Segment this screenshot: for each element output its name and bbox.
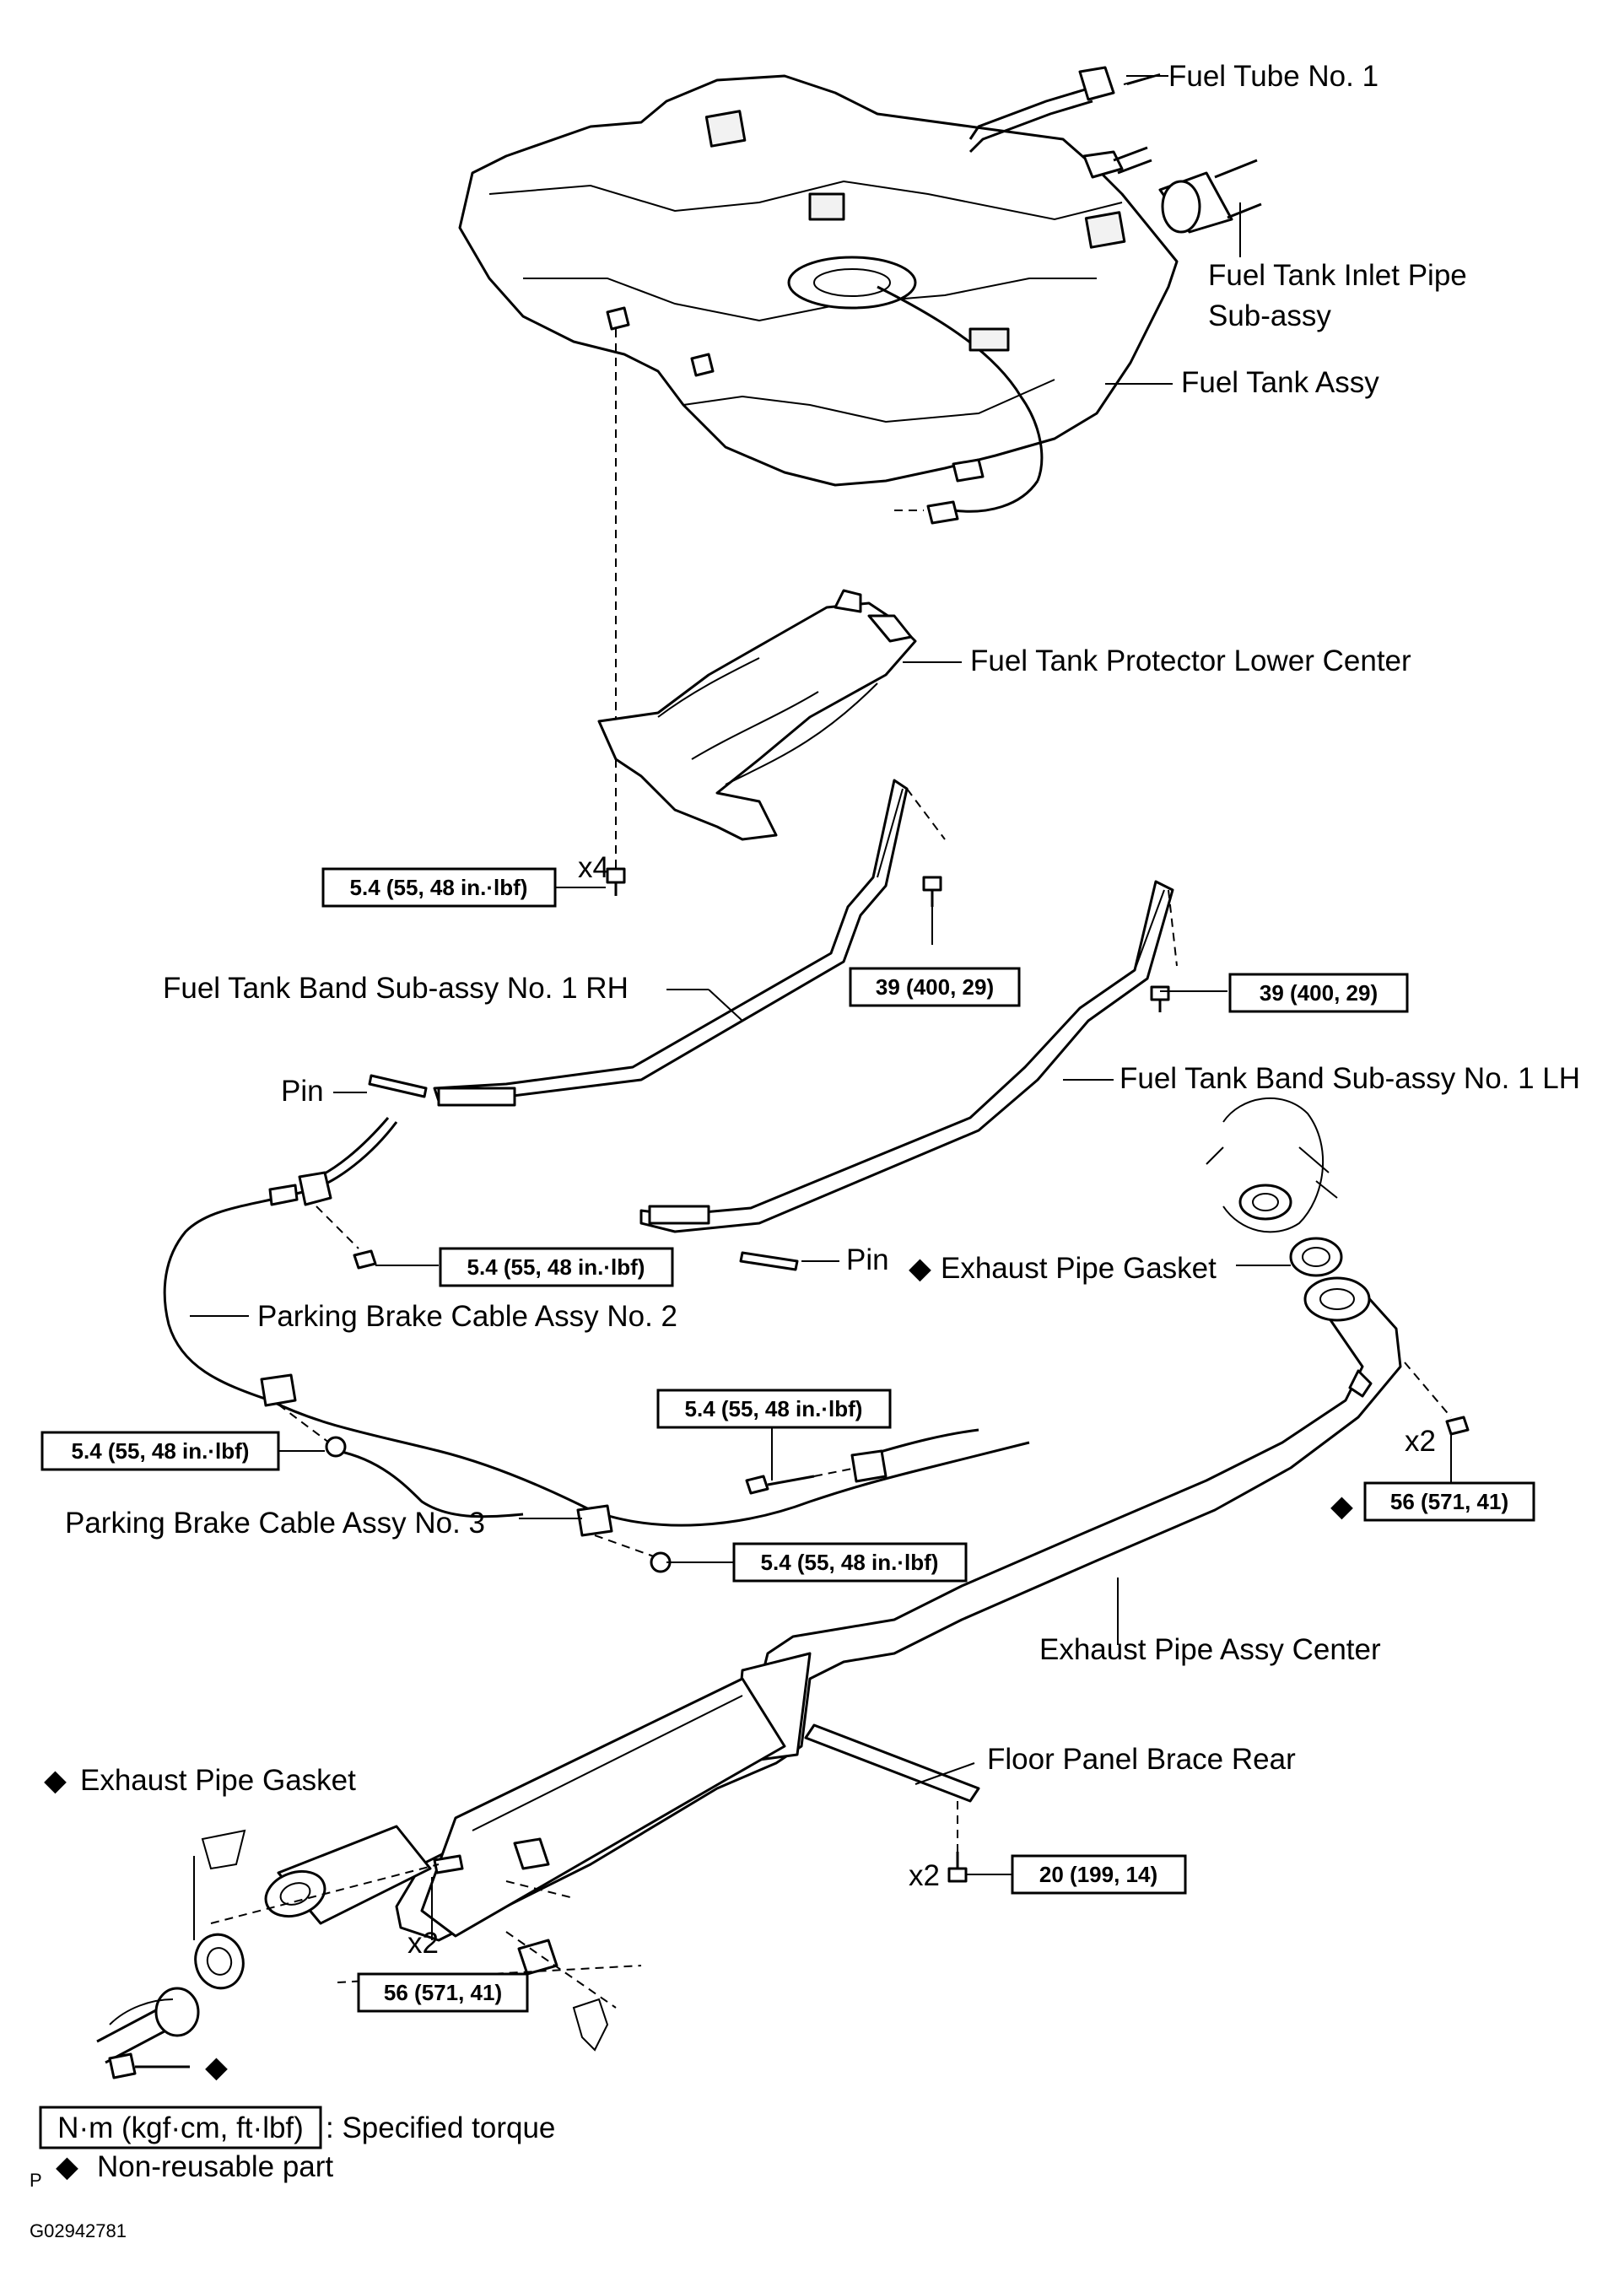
muffler	[420, 1677, 786, 1976]
torque-specs: x4 5.4 (55, 48 in.·lbf) 39 (400, 29) 39 …	[40, 851, 1535, 2084]
leader-lines	[190, 75, 1452, 1940]
exhaust-manifold-sketch	[1206, 1097, 1338, 1233]
label-floor-brace: Floor Panel Brace Rear	[987, 1743, 1296, 1776]
label-band-rh: Fuel Tank Band Sub-assy No. 1 RH	[163, 972, 629, 1005]
diagram-id: G02942781	[30, 2220, 127, 2241]
protector-bolt	[606, 867, 626, 896]
fuel-tank-inlet-pipe	[1158, 159, 1262, 257]
non-reusable-symbol-front-gasket: ◆	[909, 1252, 931, 1285]
legend-torque-units: N·m (kgf·cm, ft·lbf)	[57, 2112, 304, 2144]
parking-brake-cable-no3	[260, 1373, 1030, 1537]
non-reusable-symbol-front-nut: ◆	[1330, 1490, 1353, 1523]
label-band-lh: Fuel Tank Band Sub-assy No. 1 LH	[1120, 1062, 1580, 1095]
label-exhaust-center: Exhaust Pipe Assy Center	[1039, 1633, 1381, 1666]
qty-exhaust-rear-bolt: x2	[407, 1927, 439, 1960]
legend-torque-box	[39, 2106, 322, 2149]
torque-band-rh-bolt: 39 (400, 29)	[876, 974, 994, 1000]
fuel-tank-protector-lower-center	[597, 589, 917, 841]
exhaust-pipe-gasket-front	[1289, 1237, 1343, 1277]
torque-box-exhaust-front	[1363, 1481, 1535, 1522]
rear-flange-nut	[108, 2052, 190, 2079]
torque-box-cable-no2	[439, 1247, 674, 1287]
torque-protector-bolt: 5.4 (55, 48 in.·lbf)	[350, 875, 528, 900]
torque-cable-no2-bolt: 5.4 (55, 48 in.·lbf)	[467, 1254, 645, 1280]
label-exhaust-gasket-front: Exhaust Pipe Gasket	[941, 1252, 1217, 1285]
fuel-tank-band-lh	[639, 880, 1174, 1233]
label-inlet-pipe-line2: Sub-assy	[1208, 299, 1331, 332]
legend-torque-text: : Specified torque	[326, 2112, 555, 2144]
qty-brace-bolt: x2	[909, 1859, 940, 1892]
fuel-tank-assy	[458, 74, 1179, 513]
label-pin-lh: Pin	[846, 1243, 889, 1276]
qty-protector-bolt: x4	[578, 851, 609, 884]
torque-box-cable-right	[656, 1389, 892, 1429]
torque-box-exhaust-rear	[357, 1972, 529, 2013]
legend-non-reusable-text: Non-reusable part	[97, 2150, 333, 2183]
label-protector: Fuel Tank Protector Lower Center	[970, 645, 1411, 677]
label-exhaust-gasket-rear: Exhaust Pipe Gasket	[80, 1764, 356, 1797]
brace-bolt	[947, 1801, 968, 1883]
pin-lh	[739, 1251, 799, 1271]
floor-panel-brace-rear	[804, 1723, 980, 1803]
part-labels: Fuel Tube No. 1 Fuel Tank Inlet Pipe Sub…	[44, 60, 1580, 1797]
tank-hose-connector	[894, 500, 959, 525]
label-fuel-tank-assy: Fuel Tank Assy	[1181, 366, 1379, 399]
torque-brace-bolt: 20 (199, 14)	[1039, 1862, 1157, 1887]
torque-box-brace	[1011, 1854, 1187, 1895]
label-pin-rh: Pin	[281, 1075, 324, 1108]
torque-box-cable-left	[40, 1431, 280, 1471]
band-rh-bolt	[906, 788, 946, 907]
legend: N·m (kgf·cm, ft·lbf) : Specified torque …	[30, 2106, 555, 2241]
rear-hanger-sketch	[109, 1829, 609, 2052]
label-parking-cable-no2: Parking Brake Cable Assy No. 2	[257, 1300, 677, 1333]
torque-exhaust-front-nut: 56 (571, 41)	[1390, 1489, 1508, 1514]
torque-exhaust-rear-bolt: 56 (571, 41)	[384, 1980, 502, 2005]
torque-box-cable-lower	[732, 1542, 968, 1583]
torque-cable-lower-nut: 5.4 (55, 48 in.·lbf)	[761, 1550, 939, 1575]
pin-rh	[368, 1074, 428, 1098]
torque-band-lh-bolt: 39 (400, 29)	[1260, 980, 1378, 1006]
torque-box-band-lh	[1228, 973, 1409, 1013]
non-reusable-symbol-rear-nut: ◆	[205, 2051, 228, 2084]
band-lh-bolt	[1150, 889, 1178, 1012]
label-inlet-pipe-line1: Fuel Tank Inlet Pipe	[1208, 259, 1467, 292]
qty-exhaust-front-nut: x2	[1405, 1425, 1436, 1458]
torque-box-band-rh	[849, 967, 1021, 1007]
page-marker: P	[30, 2170, 42, 2191]
exhaust-pipe-gasket-rear	[194, 1933, 245, 1990]
torque-cable-right-bolt: 5.4 (55, 48 in.·lbf)	[685, 1396, 863, 1421]
label-fuel-tube-no1: Fuel Tube No. 1	[1168, 60, 1379, 93]
parking-brake-cable-no2	[163, 1117, 398, 1402]
torque-cable-left-nut: 5.4 (55, 48 in.·lbf)	[72, 1438, 250, 1464]
non-reusable-symbol-rear-gasket: ◆	[44, 1764, 67, 1797]
legend-non-reusable-symbol: ◆	[56, 2150, 78, 2183]
label-parking-cable-no3: Parking Brake Cable Assy No. 3	[65, 1507, 485, 1540]
fuel-tank-band-rh	[433, 779, 909, 1107]
rear-flange-pipe	[96, 1987, 200, 2064]
cable-no2-bolt	[316, 1205, 377, 1270]
exhaust-front-nut	[1404, 1362, 1470, 1436]
